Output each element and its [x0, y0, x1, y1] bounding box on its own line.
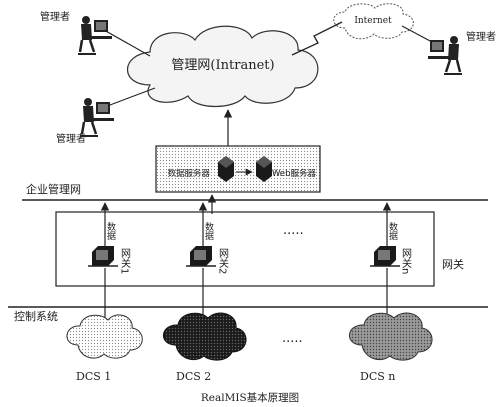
workstation-icon [78, 16, 112, 55]
dcs-1-label: DCS 1 [76, 370, 111, 383]
enterprise-network-label: 企业管理网 [26, 182, 81, 196]
workstation-icon [80, 98, 114, 137]
dcs-2: DCS 2 [163, 312, 247, 383]
internet-cloud: Internet [333, 3, 414, 40]
server-box: 数据服务器 Web服务器 [155, 145, 321, 193]
dcs-n-label: DCS n [360, 370, 395, 383]
web-server-label: Web服务器 [272, 168, 317, 179]
gateway-icon [88, 246, 118, 267]
control-system-label: 控制系统 [14, 309, 58, 323]
gateway-n: 数据 网关n [370, 202, 412, 275]
gateway-1: 数据 网关1 [88, 202, 131, 275]
workstation-icon [428, 36, 462, 75]
gateway-2: 数据 网关2 [186, 202, 229, 275]
manager-right: 管理者 [401, 25, 496, 75]
web-server-icon [256, 156, 272, 182]
dcs-2-label: DCS 2 [176, 370, 211, 383]
diagram-caption: RealMIS基本原理图 [201, 391, 299, 404]
manager-label-top-left: 管理者 [40, 10, 70, 23]
intranet-cloud: 管理网(Intranet) [126, 25, 319, 107]
data-label: 数据 [203, 221, 214, 241]
data-label: 数据 [105, 221, 116, 241]
gateway-region-label: 网关 [442, 257, 464, 271]
dcs-n: DCS n [349, 312, 433, 383]
gateway-icon [370, 246, 400, 267]
gateway-ellipsis: ····· [283, 227, 304, 242]
manager-label-right: 管理者 [466, 30, 496, 43]
internet-link [291, 21, 343, 56]
internet-label: Internet [354, 16, 392, 26]
gateway-n-label: 网关n [400, 248, 412, 275]
dcs-ellipsis: ····· [282, 335, 303, 350]
manager-top-left: 管理者 [40, 10, 151, 57]
gateway-1-label: 网关1 [119, 248, 131, 275]
data-server-label: 数据服务器 [167, 168, 210, 179]
data-label: 数据 [387, 221, 398, 241]
gateway-region [55, 211, 435, 287]
gateway-icon [186, 246, 216, 267]
intranet-label: 管理网(Intranet) [171, 58, 274, 73]
gateway-2-label: 网关2 [217, 248, 229, 275]
data-server-icon [218, 156, 234, 182]
dcs-1: DCS 1 [66, 314, 143, 383]
manager-mid-left: 管理者 [56, 87, 156, 145]
manager-label-mid-left: 管理者 [56, 132, 86, 145]
